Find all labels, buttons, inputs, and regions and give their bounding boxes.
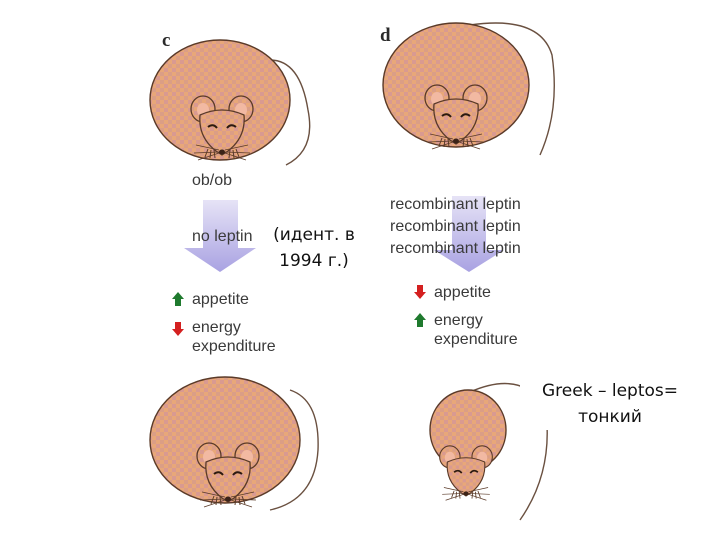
energy-up-arrow xyxy=(414,313,426,327)
effect-d-appetite: appetite xyxy=(434,284,491,301)
effect-c-appetite: appetite xyxy=(192,291,249,308)
effect-c-energy-expenditure: energy expenditure xyxy=(192,318,276,356)
obese-mouse-top-left xyxy=(149,39,311,166)
genotype-label: ob/ob xyxy=(192,172,233,189)
panel-d-effect-arrows xyxy=(414,285,426,327)
panel-letter-c: c xyxy=(162,30,171,51)
treatment-label-d-2: recombinant leptin xyxy=(390,218,521,235)
recombinant-leptin-arrow xyxy=(434,196,504,272)
treatment-label-d-1: recombinant leptin xyxy=(390,196,521,213)
mouse-tail xyxy=(269,389,319,511)
identified-note: (идент. в 1994 г.) xyxy=(262,222,366,274)
energy-down-arrow xyxy=(172,322,184,336)
effect-c-energy-line-1: energy xyxy=(192,319,241,336)
panel-letter-d: d xyxy=(380,25,391,46)
etymology-note: Greek – leptos= тонкий xyxy=(520,378,700,430)
obese-mouse-top-right xyxy=(382,22,555,156)
etymology-note-line-1: Greek – leptos= xyxy=(542,381,678,401)
effect-c-energy-line-2: expenditure xyxy=(192,338,276,355)
treatment-label-c: no leptin xyxy=(192,228,253,245)
identified-note-line-2: 1994 г.) xyxy=(279,251,349,271)
mouse-tail xyxy=(269,59,311,166)
appetite-up-arrow xyxy=(172,292,184,306)
treatment-label-d-3: recombinant leptin xyxy=(390,240,521,257)
appetite-down-arrow xyxy=(414,285,426,299)
effect-d-energy-line-1: energy xyxy=(434,312,483,329)
mouse-tail xyxy=(469,22,555,156)
effect-d-energy-line-2: expenditure xyxy=(434,331,518,348)
panel-c-effect-arrows xyxy=(172,292,184,336)
etymology-note-line-2: тонкий xyxy=(578,407,642,427)
no-leptin-arrow xyxy=(184,200,256,272)
effect-d-energy-expenditure: energy expenditure xyxy=(434,311,518,349)
identified-note-line-1: (идент. в xyxy=(273,225,355,245)
obese-mouse-bottom-left xyxy=(149,376,319,511)
